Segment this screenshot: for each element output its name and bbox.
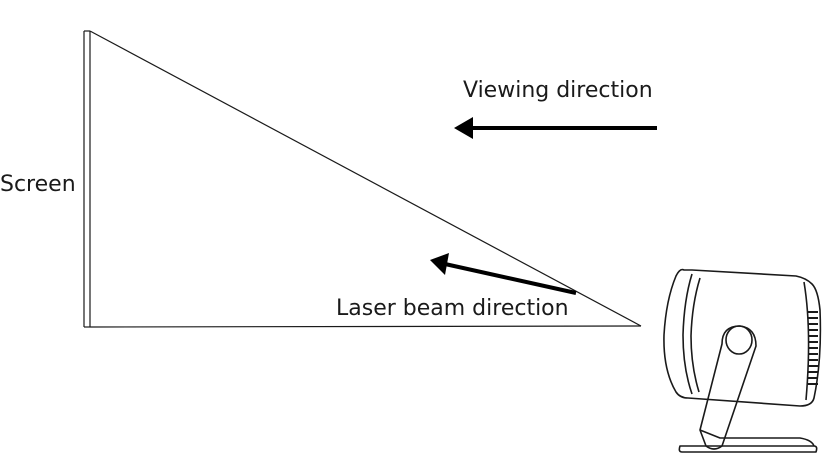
- projector-device: [663, 268, 822, 453]
- screen-label: Screen: [0, 172, 76, 197]
- projection-beam-triangle: [89, 30, 642, 328]
- laser-beam-direction-label: Laser beam direction: [336, 296, 569, 321]
- vent-slots: [808, 311, 818, 385]
- viewing-direction-arrow: [454, 117, 657, 139]
- laser-beam-direction-arrow: [430, 253, 577, 295]
- viewing-direction-label: Viewing direction: [463, 78, 653, 103]
- screen-panel: [83, 30, 91, 328]
